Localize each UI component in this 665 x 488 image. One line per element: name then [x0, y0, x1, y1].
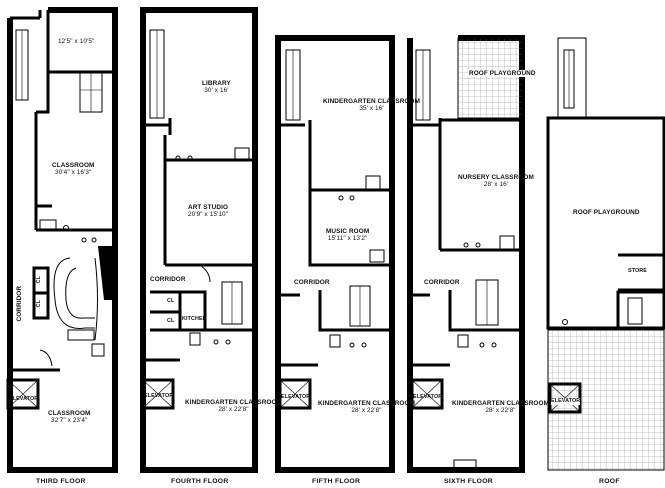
room-label-roof-store: STORE — [628, 268, 647, 274]
room-label-fourth-corridor: CORRIDOR — [150, 276, 186, 283]
room-label-sixth-corridor: CORRIDOR — [424, 279, 460, 286]
fifth-floor-plan — [275, 35, 395, 473]
third-floor-plan — [6, 7, 118, 473]
room-label-fourth-art-studio: ART STUDIO 20'9" x 15'10" — [188, 204, 229, 219]
floor-label-fourth: FOURTH FLOOR — [171, 478, 229, 485]
room-label-fourth-library: LIBRARY 30' x 16' — [202, 80, 231, 95]
room-label-sixth-elevator: ELEVATOR — [413, 394, 443, 400]
room-label-roof-elevator: ELEVATOR — [551, 398, 581, 406]
sixth-floor-plan — [407, 35, 525, 473]
fourth-floor-plan — [140, 7, 258, 473]
floor-label-sixth: SIXTH FLOOR — [444, 478, 493, 485]
room-label-third-corridor: CORRIDOR — [16, 285, 24, 322]
room-label-fifth-music-room: MUSIC ROOM 15'11" x 13'2" — [326, 228, 370, 243]
room-label-third-elevator: ELEVATOR — [9, 396, 39, 402]
floor-label-fifth: FIFTH FLOOR — [312, 478, 361, 485]
room-label-third-classroom: CLASSROOM 30'4" x 16'3" — [52, 162, 95, 177]
room-label-fifth-elevator: ELEVATOR — [281, 394, 311, 400]
room-label-fifth-corridor: CORRIDOR — [294, 279, 330, 286]
room-label-fourth-cl-1: CL — [167, 298, 175, 304]
room-label-third-lower-classroom: CLASSROOM 32'7" x 23'4" — [48, 410, 91, 425]
room-label-fourth-kitchen: KITCHEN — [182, 316, 207, 322]
room-label-fourth-cl-2: CL — [167, 318, 175, 324]
room-label-sixth-roof-playground: ROOF PLAYGROUND — [468, 70, 537, 78]
floor-label-roof: ROOF — [599, 478, 620, 485]
room-label-sixth-nursery: NURSERY CLASSROOM 28' x 16' — [458, 174, 534, 189]
room-dims-third-top: 12'5" x 10'5" — [58, 38, 95, 45]
floor-label-third: THIRD FLOOR — [36, 478, 86, 485]
room-label-fourth-elevator: ELEVATOR — [144, 393, 174, 399]
room-label-third-cl-1: CL — [35, 276, 42, 284]
room-label-roof-playground: ROOF PLAYGROUND — [573, 209, 640, 216]
room-label-fourth-kindergarten: KINDERGARTEN CLASSROOM 28' x 22'8" — [185, 399, 282, 414]
room-label-fifth-kindergarten-upper: KINDERGARTEN CLASSROOM 35' x 16' — [323, 98, 420, 113]
room-label-third-cl-2: CL — [35, 300, 42, 308]
room-label-sixth-kindergarten: KINDERGARTEN CLASSROOM 28' x 22'8" — [452, 400, 549, 415]
room-label-fifth-kindergarten-lower: KINDERGARTEN CLASSROOM 28' x 22'8" — [318, 400, 415, 415]
